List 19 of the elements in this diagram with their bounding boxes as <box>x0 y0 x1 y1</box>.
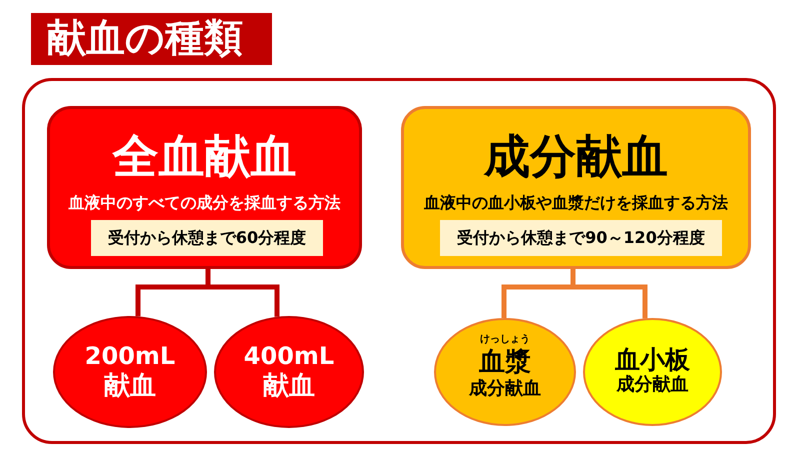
box-description: 血液中のすべての成分を採血する方法 <box>68 194 340 212</box>
ellipse-title: 400mL <box>244 343 334 370</box>
ellipse-subtitle: 成分献血 <box>616 375 688 395</box>
ellipse-title: 200mL <box>84 343 176 370</box>
duration-note: 受付から休憩まで60分程度 <box>91 220 323 256</box>
duration-note: 受付から休憩まで90～120分程度 <box>440 220 722 256</box>
ellipse-subtitle: 成分献血 <box>469 379 541 399</box>
category-box <box>401 106 751 269</box>
outer-frame <box>22 78 776 444</box>
category-box <box>47 106 362 269</box>
title-banner: 献血の種類 <box>31 13 272 65</box>
box-heading: 全血献血 <box>112 131 296 182</box>
box-heading: 成分献血 <box>484 131 668 182</box>
box-description: 血液中の血小板や血漿だけを採血する方法 <box>424 194 728 212</box>
ellipse-title: 血漿 <box>479 348 531 377</box>
ellipse-title: 献血 <box>104 372 156 401</box>
ruby-reading: けっしょう <box>480 334 530 345</box>
ellipse-title: 献血 <box>263 372 315 401</box>
ellipse-title: 血小板 <box>615 346 690 374</box>
